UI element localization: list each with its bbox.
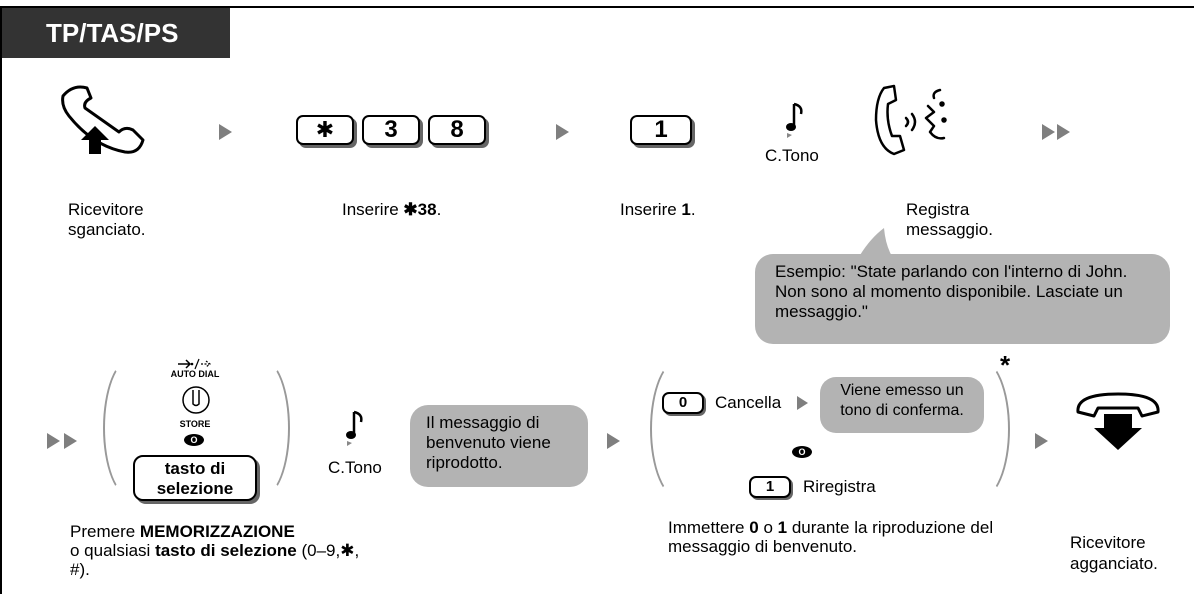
rerecord-label: Riregistra <box>803 477 876 496</box>
key-1: 1 <box>630 115 692 145</box>
paren-left <box>103 358 159 498</box>
options-desc: Immettere 0 o 1 durante la riproduzione … <box>668 518 994 556</box>
arrow <box>1042 124 1055 140</box>
paren-right <box>950 358 1010 500</box>
store-led-icon: O <box>184 434 204 446</box>
speaking-handset-icon <box>874 84 947 156</box>
arrow <box>556 124 569 140</box>
key-8: 8 <box>428 115 486 145</box>
tone-note-icon <box>786 102 803 138</box>
key-1-rerecord: 1 <box>749 476 791 498</box>
tone-label-2: C.Tono <box>328 458 382 477</box>
key-star: ✱ <box>296 115 354 145</box>
key-3: 3 <box>362 115 420 145</box>
paren-left <box>650 358 710 500</box>
tone-label-1: C.Tono <box>765 146 819 165</box>
arrow <box>47 433 60 449</box>
header-tab: TP/TAS/PS <box>2 8 230 58</box>
enter-code-label: Inserire ✱38. <box>342 200 442 219</box>
store-label: STORE <box>179 419 211 429</box>
record-label: Registra messaggio. <box>906 200 993 239</box>
on-hook-label: Ricevitore agganciato. <box>1070 533 1158 573</box>
cancel-label: Cancella <box>715 393 782 412</box>
asterisk-note: * <box>1000 350 1011 380</box>
arrow <box>1035 433 1048 449</box>
auto-dial-label: AUTO DIAL <box>170 369 220 379</box>
tone-note-icon <box>346 410 363 446</box>
auto-dial-arrows-icon <box>178 358 211 370</box>
handset-on-hook-icon <box>1076 392 1160 450</box>
frame-left-border <box>0 6 2 594</box>
flex-button: tasto di selezione <box>133 455 257 501</box>
led-icon: O <box>792 446 812 458</box>
handset-off-hook-icon <box>61 85 145 154</box>
playback-bubble: Il messaggio di benvenuto viene riprodot… <box>410 405 588 487</box>
store-button-icon <box>182 386 210 414</box>
store-desc: Premere MEMORIZZAZIONE o qualsiasi tasto… <box>70 522 360 579</box>
frame-top-border <box>0 6 1194 8</box>
key-0: 0 <box>662 392 704 414</box>
enter-one-label: Inserire 1. <box>620 200 696 219</box>
arrow <box>219 124 232 140</box>
paren-right <box>234 358 290 498</box>
arrow <box>1057 124 1070 140</box>
confirm-bubble: Viene emesso un tono di conferma. <box>820 377 984 433</box>
arrow <box>64 433 77 449</box>
example-bubble: Esempio: "State parlando con l'interno d… <box>755 254 1170 344</box>
bubble-tail <box>856 228 896 262</box>
arrow <box>797 396 808 410</box>
arrow <box>607 433 620 449</box>
off-hook-label: Ricevitore sganciato. <box>68 200 146 239</box>
